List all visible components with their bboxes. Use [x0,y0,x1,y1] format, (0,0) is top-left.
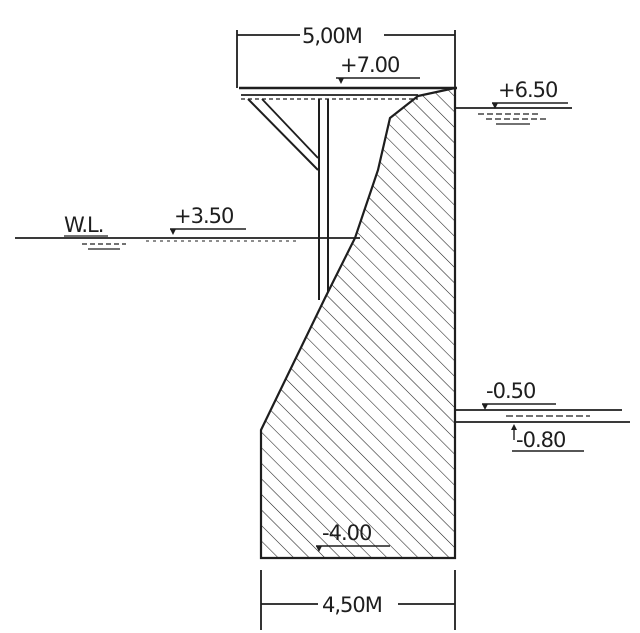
water-level-value: +3.50 [174,204,233,228]
bottom-width-label: 4,50M [322,593,382,617]
bottom-width-dimension: 4,50M [260,570,456,630]
water-level-label: W.L. [64,213,103,237]
toe-level-markers: -0.50 -0.80 [455,379,630,452]
toe-water-level-label: -0.50 [486,379,535,403]
crest-level-marker: +7.00 [336,53,420,84]
seabed-level-label: -0.80 [516,428,565,452]
sheet-pile [318,99,329,300]
crest-level-label: +7.00 [340,53,399,77]
deck-slab [239,86,457,100]
wall-body-hatched [259,86,457,560]
foundation-level-marker: -4.00 [316,521,390,552]
top-width-label: 5,00M [302,24,362,48]
deck-brace [247,98,319,171]
foundation-level-label: -4.00 [322,521,371,545]
top-width-dimension: 5,00M [236,24,456,88]
backfill-level-marker: +6.50 [455,78,572,125]
water-level-marker: W.L. +3.50 [15,204,360,250]
backfill-level-label: +6.50 [498,78,557,102]
